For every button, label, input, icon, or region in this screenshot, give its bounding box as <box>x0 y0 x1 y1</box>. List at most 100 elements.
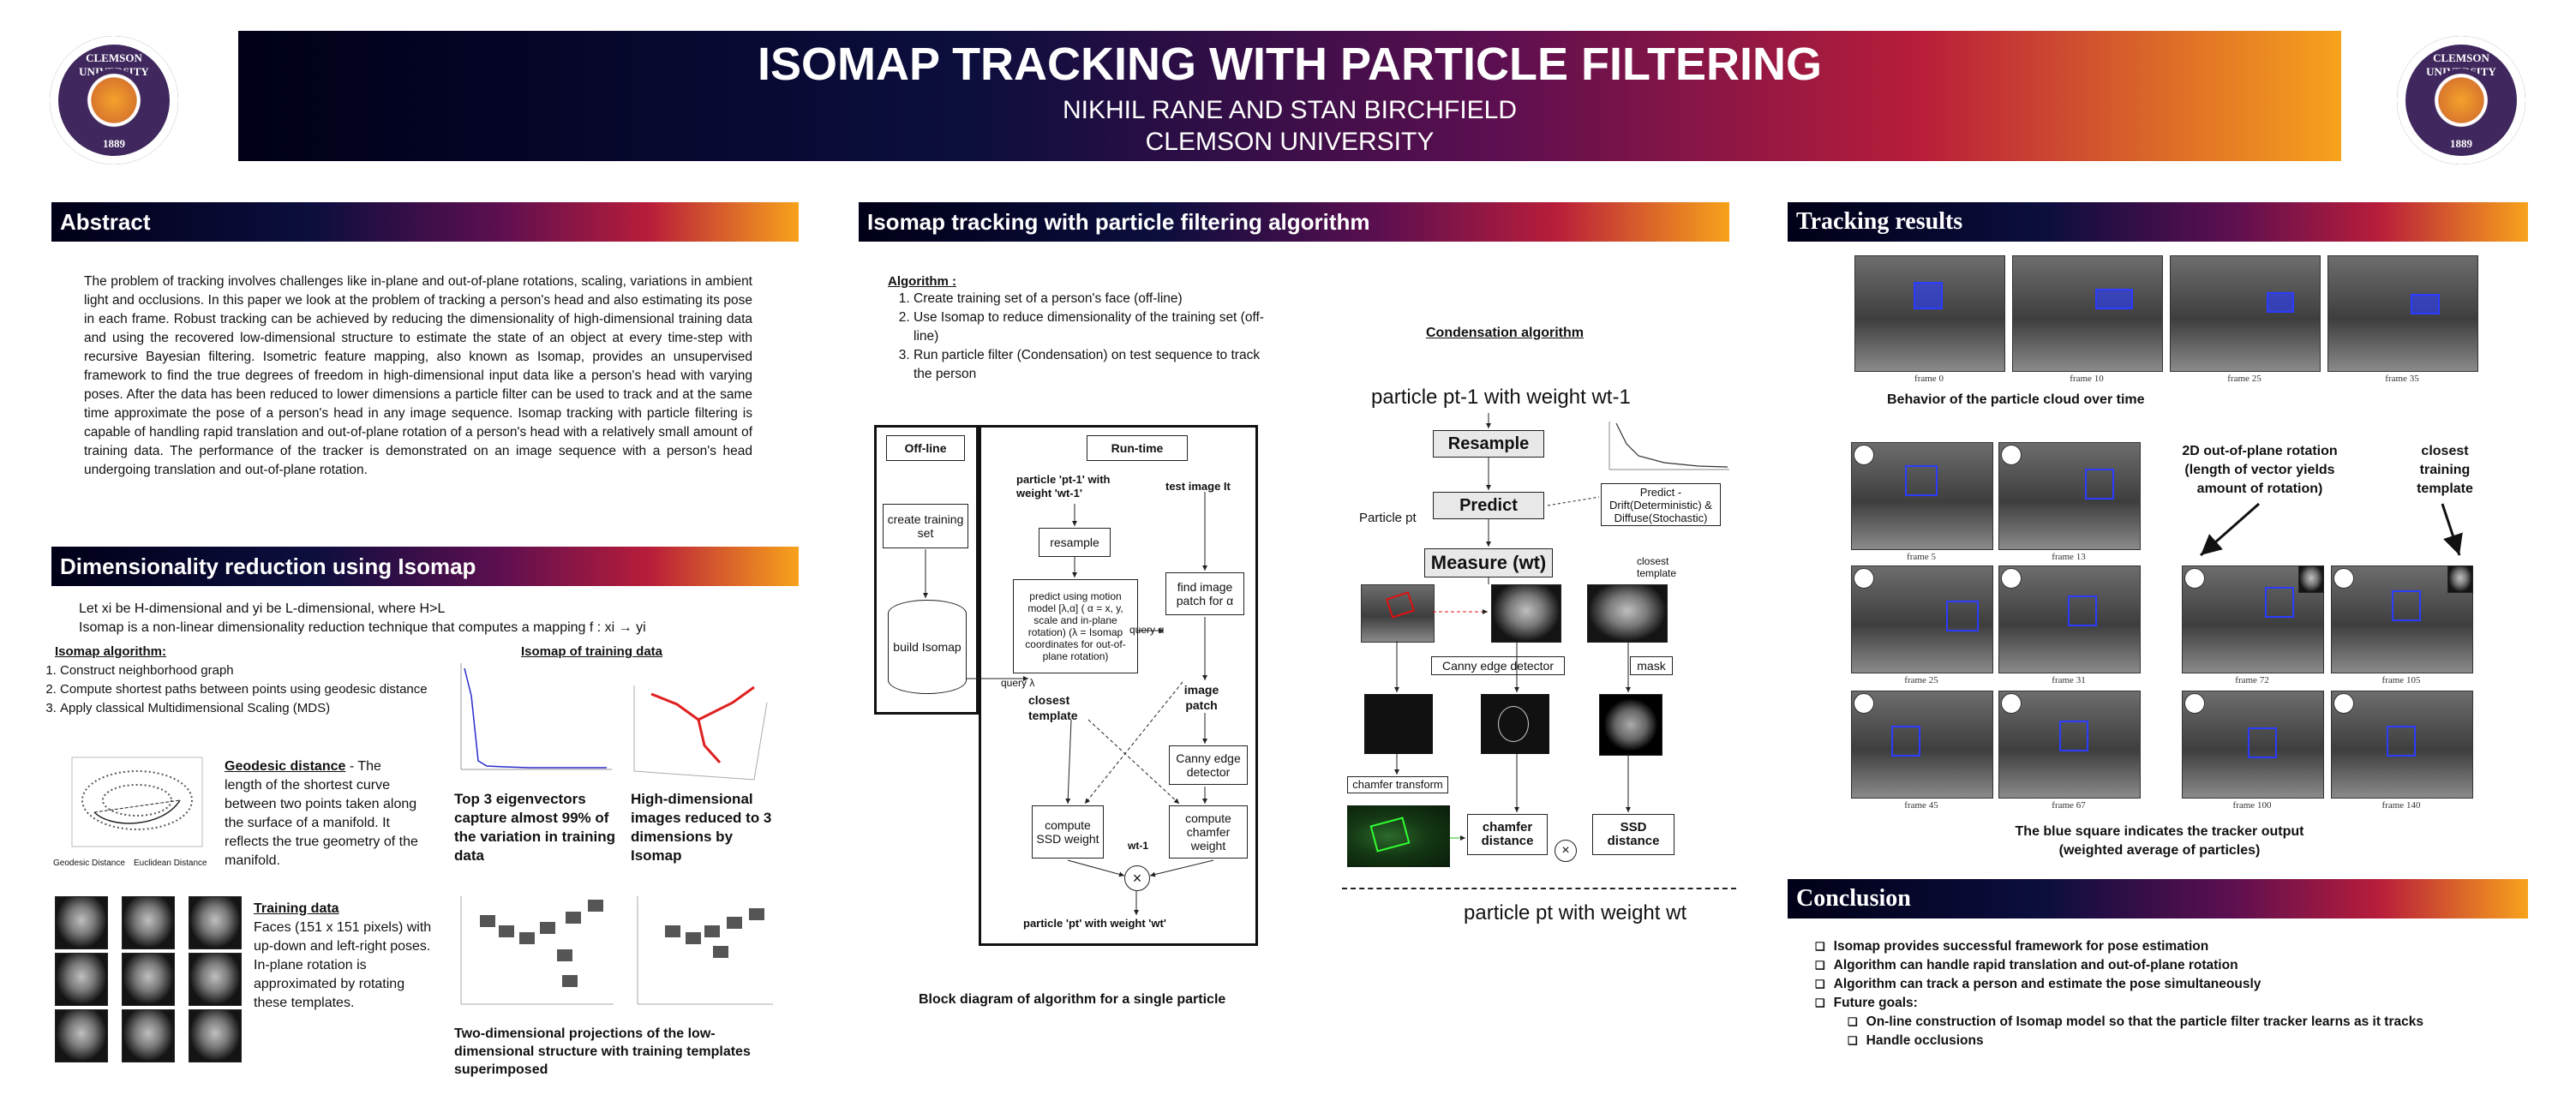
eigenvector-caption: Top 3 eigenvectors capture almost 99% of… <box>454 791 615 864</box>
eigenvalue-curve <box>464 667 607 769</box>
cond-output-label: particle pt with weight wt <box>1464 901 1687 924</box>
algorithm-title: Algorithm : <box>888 274 956 289</box>
geodesic-figure <box>71 757 203 847</box>
block-diagram-caption: Block diagram of algorithm for a single … <box>919 992 1226 1007</box>
geodesic-text: Geodesic distance - The length of the sh… <box>225 757 422 871</box>
algorithm-step: Use Isomap to reduce dimensionality of t… <box>914 308 1273 346</box>
algorithm-step: Create training set of a person's face (… <box>914 290 1273 308</box>
training-face <box>189 896 242 949</box>
clemson-seal-left: CLEMSON UNIVERSITY 1889 <box>50 36 178 165</box>
tracking-frame <box>1998 691 2141 799</box>
closest-template-note: closest training template <box>2417 444 2473 496</box>
dimred-heading: Dimensionality reduction using Isomap <box>51 547 799 586</box>
isomap-step: Construct neighborhood graph <box>60 661 454 680</box>
runtime-panel <box>979 425 1258 946</box>
cond-chamfer-transform-box: chamfer transform <box>1347 776 1448 793</box>
offline-label: Off-line <box>886 435 965 461</box>
build-isomap-cylinder: build Isomap <box>888 600 967 694</box>
cond-patch-image <box>1491 584 1561 643</box>
training-face <box>55 1009 108 1062</box>
projection-plot-2 <box>637 896 773 1005</box>
edge-image-2 <box>1481 694 1549 754</box>
tracking-frame <box>1851 565 1993 673</box>
training-face <box>122 896 175 949</box>
training-title: Training data <box>254 901 339 916</box>
tracker-output-caption: The blue square indicates the tracker ou… <box>2015 824 2304 858</box>
dimred-intro-2: Isomap is a non-linear dimensionality re… <box>79 620 646 635</box>
algorithm-heading: Isomap tracking with particle filtering … <box>859 202 1729 242</box>
runtime-label: Run-time <box>1087 435 1188 461</box>
predict-box: predict using motion model [λ,α] ( α = x… <box>1013 579 1138 673</box>
eigenvalue-plot <box>460 663 612 770</box>
cond-resample-box: Resample <box>1433 430 1544 458</box>
particle-out-label: particle 'pt' with weight 'wt' <box>1023 917 1166 930</box>
abstract-heading: Abstract <box>51 202 799 242</box>
frame-label: frame 67 <box>2052 800 2086 811</box>
isomap-branch <box>698 685 755 721</box>
isomap-step: Compute shortest paths between points us… <box>60 680 454 699</box>
training-face <box>55 953 108 1006</box>
resample-plot <box>1609 422 1729 470</box>
conclusion-item: Algorithm can track a person and estimat… <box>1815 975 2518 994</box>
frame-label: frame 10 <box>2070 374 2104 384</box>
results-heading: Tracking results <box>1788 202 2528 242</box>
canny-box: Canny edge detector <box>1169 745 1248 785</box>
tracking-frame <box>2331 691 2473 799</box>
tracking-frame <box>1851 442 1993 550</box>
create-set-box: create training set <box>883 504 968 548</box>
geodesic-body: - The length of the shortest curve betwe… <box>225 759 418 868</box>
isomap-step: Apply classical Multidimensional Scaling… <box>60 699 454 718</box>
chamfer-weight-box: compute chamfer weight <box>1169 805 1248 859</box>
tracking-frame <box>2331 565 2473 673</box>
weight-label: wt-1 <box>1128 840 1148 852</box>
training-face <box>189 953 242 1006</box>
frame-label: frame 13 <box>2052 552 2086 562</box>
title-banner: ISOMAP TRACKING WITH PARTICLE FILTERING … <box>238 31 2341 161</box>
isomap-algo-title: Isomap algorithm: <box>55 644 167 659</box>
conclusion-subitem: On-line construction of Isomap model so … <box>1848 1013 2516 1032</box>
highdim-caption: High-dimensional images reduced to 3 dim… <box>631 791 772 864</box>
condensation-title: Condensation algorithm <box>1426 326 1584 340</box>
block-diagram-arrows <box>923 492 1214 915</box>
offline-panel <box>874 425 979 715</box>
cond-scene-image <box>1361 584 1435 643</box>
cloud-frame <box>2012 255 2163 372</box>
frame-label: frame 105 <box>2381 675 2421 685</box>
closest-template-label: closest template <box>1028 693 1078 722</box>
frame-label: frame 45 <box>1904 800 1938 811</box>
frame-label: frame 0 <box>1914 374 1944 384</box>
frame-label: frame 31 <box>2052 675 2086 685</box>
cond-predict-box: Predict <box>1433 492 1544 519</box>
isomap-branch <box>697 719 722 764</box>
cond-dashed-line <box>1342 888 1736 889</box>
cond-ssd-distance-box: SSD distance <box>1592 814 1674 855</box>
euclidean-label: Euclidean Distance <box>134 859 207 868</box>
seal-year: 1889 <box>2450 137 2472 150</box>
frame-label: frame 140 <box>2381 800 2421 811</box>
resample-box: resample <box>1039 528 1111 557</box>
ssd-weight-box: compute SSD weight <box>1032 805 1104 859</box>
frame-label: frame 72 <box>2235 675 2269 685</box>
multiply-node: × <box>1124 865 1150 891</box>
cond-multiply-node: × <box>1555 840 1577 862</box>
frame-label: frame 25 <box>2227 374 2261 384</box>
training-text: Training data Faces (151 x 151 pixels) w… <box>254 900 434 1013</box>
query-alpha-label: query α <box>1129 624 1165 636</box>
training-face <box>122 953 175 1006</box>
training-face <box>55 896 108 949</box>
cloud-frame <box>2327 255 2478 372</box>
closest-template-thumb <box>2298 565 2324 593</box>
projection-caption: Two-dimensional projections of the low-d… <box>454 1026 751 1077</box>
edge-image-1 <box>1364 694 1433 754</box>
condensation-arrows <box>1394 413 1631 841</box>
isomap-algo-steps: Construct neighborhood graph Compute sho… <box>34 661 454 718</box>
cloud-frame <box>2170 255 2321 372</box>
test-image-label: test image It <box>1165 480 1231 493</box>
chamfer-image <box>1347 805 1450 867</box>
conclusion-list: Isomap provides successful framework for… <box>1815 937 2518 1013</box>
tracking-frame <box>1998 565 2141 673</box>
cond-template-image <box>1587 584 1668 643</box>
training-face <box>122 1009 175 1062</box>
algorithm-step: Run particle filter (Condensation) on te… <box>914 346 1273 384</box>
geodesic-title: Geodesic distance <box>225 759 346 774</box>
